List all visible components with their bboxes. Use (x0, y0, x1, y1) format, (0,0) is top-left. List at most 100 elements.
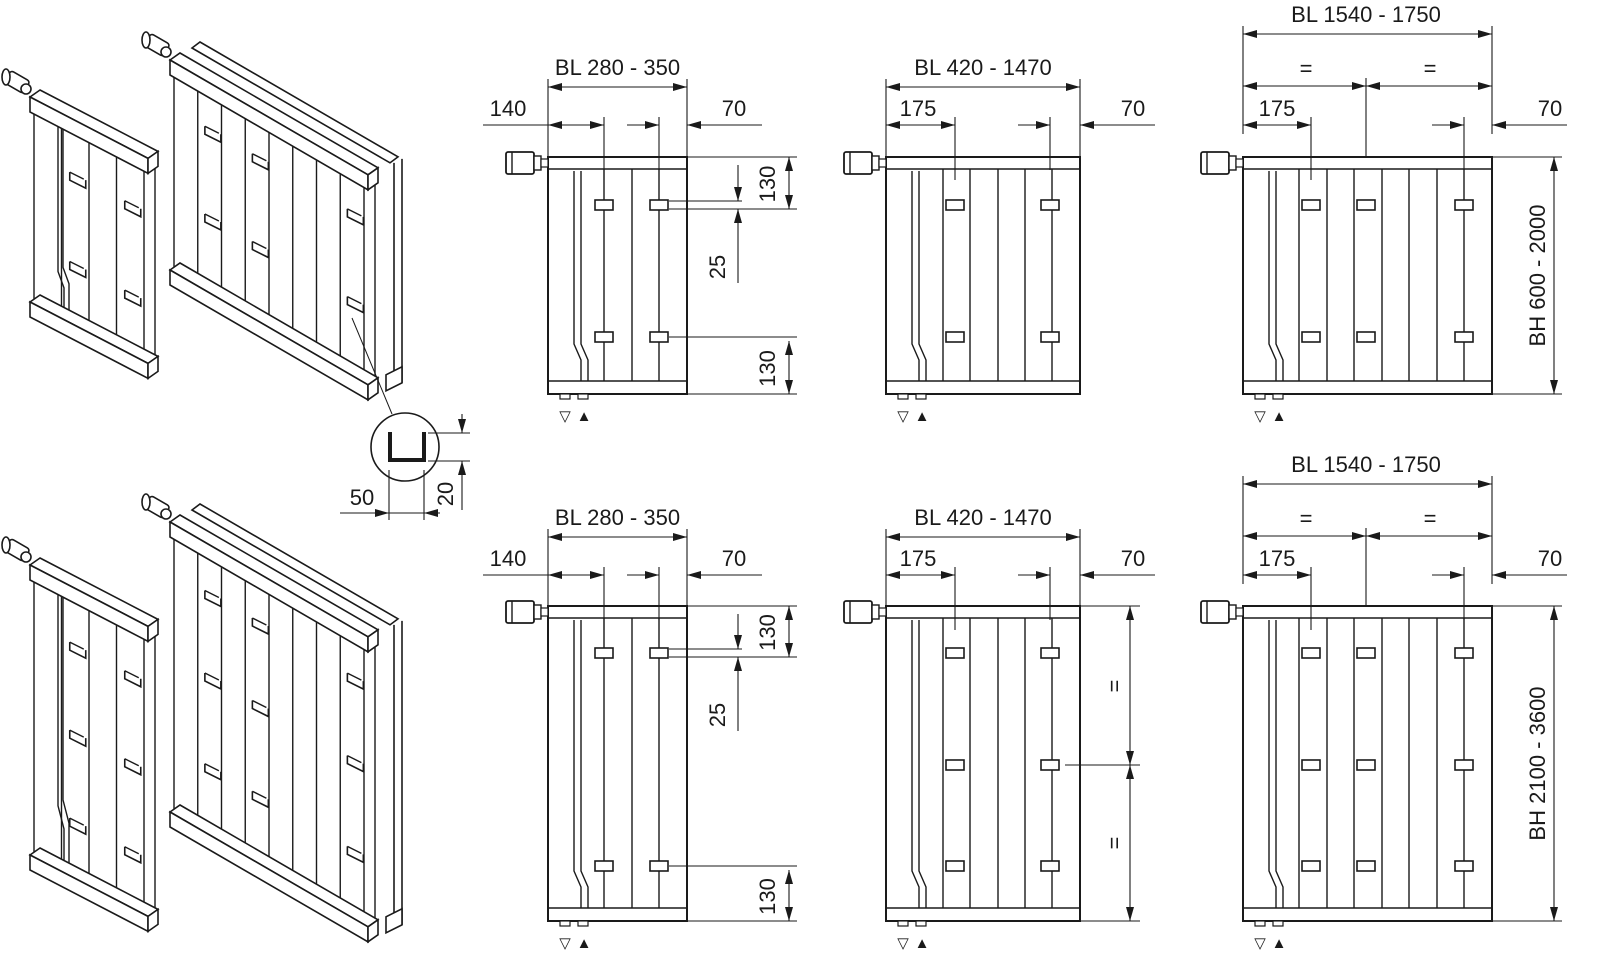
mounting-bracket (124, 758, 140, 767)
arrowhead-icon (1243, 480, 1257, 488)
valve-icon (1, 536, 11, 554)
mounting-bracket (1040, 759, 1060, 771)
supply-pipe (580, 171, 589, 381)
arrowhead-icon (687, 571, 701, 579)
left-offset-label: 175 (1259, 546, 1296, 571)
mounting-bracket (68, 818, 87, 836)
arrowhead-icon (1366, 532, 1380, 540)
left-offset-label: 175 (1259, 96, 1296, 121)
return-symbol: ▲ (1272, 935, 1287, 952)
detail-circle (370, 412, 440, 482)
mounting-bracket (347, 296, 362, 305)
mounting-bracket (346, 208, 365, 227)
bracket-height-label: 25 (705, 703, 730, 727)
arrowhead-icon (1066, 83, 1080, 91)
valve-nut-icon (1228, 155, 1237, 171)
arrowhead-icon (458, 461, 466, 475)
arrowhead-icon (1450, 121, 1464, 129)
arrowhead-icon (1550, 606, 1558, 620)
arrowhead-icon (1126, 907, 1134, 921)
mounting-bracket (347, 755, 362, 764)
arrowhead-icon (1352, 82, 1366, 90)
arrowhead-icon (1243, 30, 1257, 38)
supply-pipe (62, 594, 70, 878)
arrowhead-icon (734, 209, 742, 223)
supply-symbol: ▽ (897, 408, 909, 425)
valve-nut-icon (160, 508, 172, 520)
arrowhead-icon (1550, 380, 1558, 394)
mounting-bracket (68, 172, 87, 190)
supply-pipe (57, 126, 65, 325)
supply-pipe (918, 620, 927, 908)
right-offset-label: 70 (722, 546, 746, 571)
arrowhead-icon (785, 195, 793, 209)
mounting-bracket (252, 790, 267, 799)
mounting-bracket (124, 200, 140, 209)
mounting-bracket (649, 199, 669, 211)
arrowhead-icon (458, 419, 466, 433)
arrowhead-icon (1550, 907, 1558, 921)
mounting-bracket (252, 153, 267, 162)
valve-stub-icon (1235, 607, 1244, 617)
mounting-bracket (1454, 759, 1474, 771)
mounting-bracket (346, 755, 365, 773)
arrowhead-icon (673, 83, 687, 91)
arrowhead-icon (673, 533, 687, 541)
arrowhead-icon (941, 121, 955, 129)
mounting-bracket (1454, 199, 1474, 211)
valve-nut-icon (871, 155, 880, 171)
supply-pipe (918, 171, 927, 381)
top-collector-end-face (367, 166, 379, 192)
isometric-view-top-large (141, 31, 403, 402)
valve-icon (1, 68, 11, 86)
arrowhead-icon (1492, 571, 1506, 579)
right-offset-label: 70 (1121, 546, 1145, 571)
equal-label: = (1102, 680, 1127, 693)
arrowhead-icon (785, 643, 793, 657)
supply-symbol: ▽ (1254, 935, 1266, 952)
arrowhead-icon (886, 533, 900, 541)
mounting-bracket (1356, 759, 1376, 771)
bottom-collector-end-face (147, 907, 159, 933)
mounting-bracket (204, 763, 222, 782)
connection-foot (915, 920, 927, 927)
mounting-bracket (204, 213, 220, 222)
connection-foot (559, 393, 571, 400)
arrowhead-icon (1366, 82, 1380, 90)
valve-nut-icon (1228, 604, 1237, 620)
connection-foot (897, 920, 909, 927)
mounting-bracket (68, 261, 87, 279)
top-collector-top-face (168, 514, 380, 638)
arrowhead-icon (1492, 121, 1506, 129)
arrowhead-icon (1036, 121, 1050, 129)
valve-nut-icon (533, 155, 542, 171)
supply-pipe (1268, 620, 1277, 908)
arrowhead-icon (1126, 751, 1134, 765)
mounting-bracket (1301, 331, 1321, 343)
top-offset-label: 130 (755, 614, 780, 651)
supply-symbol: ▽ (559, 408, 571, 425)
mounting-bracket (1301, 647, 1321, 659)
supply-symbol: ▽ (897, 935, 909, 952)
isometric-view-bottom-small (1, 536, 160, 933)
top-collector-top-face (28, 89, 160, 160)
mounting-bracket (251, 618, 270, 636)
supply-pipe (573, 620, 582, 908)
equal-label: = (1102, 837, 1127, 850)
arrowhead-icon (734, 657, 742, 671)
arrowhead-icon (548, 121, 562, 129)
bracket-height-label: 25 (705, 255, 730, 279)
arrowhead-icon (590, 571, 604, 579)
bottom-offset-label: 130 (755, 350, 780, 387)
arrowhead-icon (785, 907, 793, 921)
mounting-bracket (649, 331, 669, 343)
mounting-bracket (945, 199, 965, 211)
mounting-bracket (251, 700, 270, 718)
isometric-view-bottom-large (141, 493, 403, 944)
